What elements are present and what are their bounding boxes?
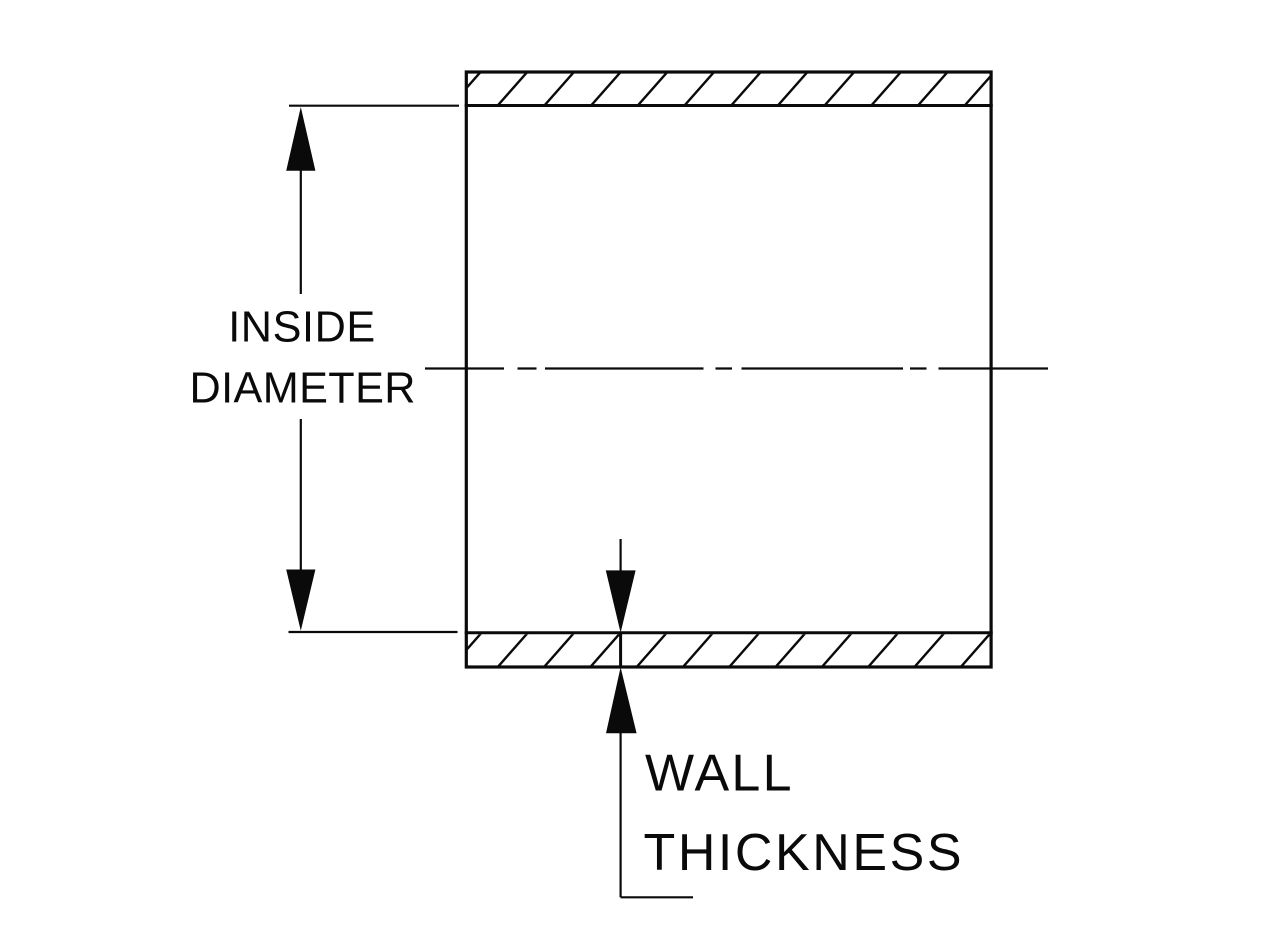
svg-text:INSIDE: INSIDE: [228, 303, 376, 351]
svg-text:DIAMETER: DIAMETER: [190, 364, 416, 412]
svg-text:THICKNESS: THICKNESS: [644, 824, 965, 882]
svg-text:WALL: WALL: [645, 745, 794, 803]
